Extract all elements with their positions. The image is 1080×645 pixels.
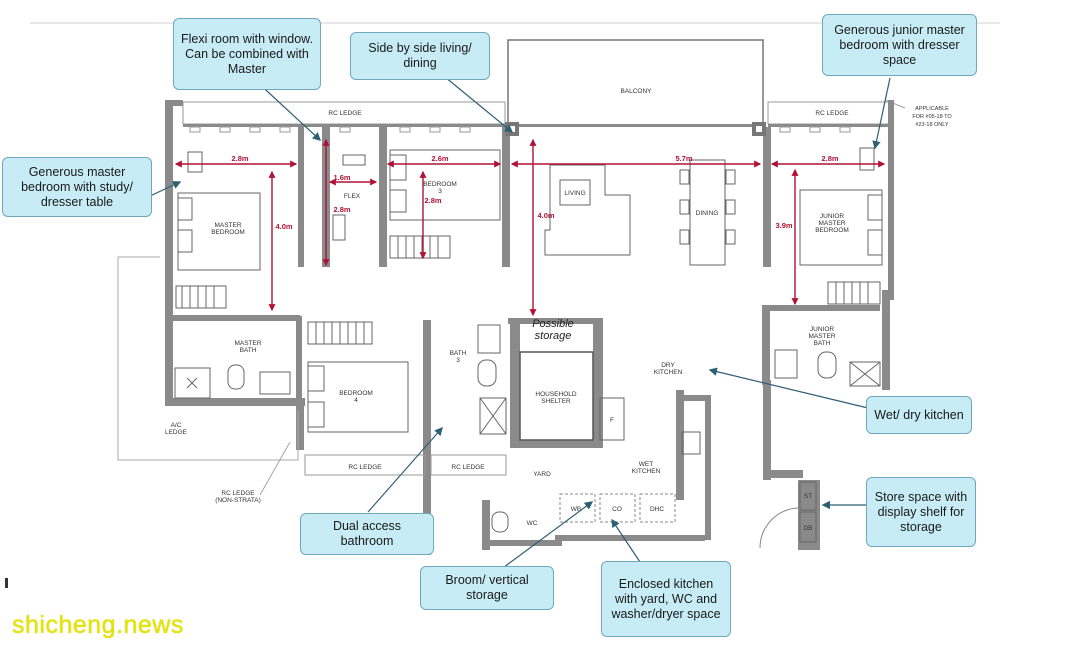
bedroom3-label-2: 3 (438, 188, 442, 195)
applicable-note-1: APPLICABLE (915, 106, 949, 112)
wet-kitchen-label-2: KITCHEN (632, 468, 661, 475)
callout-enclosed-kitchen: Enclosed kitchen with yard, WC and washe… (601, 561, 731, 637)
master-bedroom-label-2: BEDROOM (211, 229, 245, 236)
callout-dual-access-bathroom: Dual access bathroom (300, 513, 434, 555)
callout-junior-master: Generous junior master bedroom with dres… (822, 14, 977, 76)
callout-side-by-side-living: Side by side living/ dining (350, 32, 490, 80)
svg-text:2.8m: 2.8m (231, 154, 248, 163)
dining-label: DINING (696, 210, 719, 217)
living-label: LIVING (564, 190, 585, 197)
svg-text:1.6m: 1.6m (333, 173, 350, 182)
ac-ledge-label-1: A/C (171, 422, 182, 429)
watermark-logo: shicheng.news (12, 611, 184, 639)
svg-text:2.8m: 2.8m (424, 196, 441, 205)
callout-wet-dry-kitchen: Wet/ dry kitchen (866, 396, 972, 434)
bedroom4-label-2: 4 (354, 397, 358, 404)
junior-master-bedroom-label-1: JUNIOR (820, 213, 845, 220)
wc-label: WC (527, 520, 538, 527)
junior-master-bath-label-1: JUNIOR (810, 326, 835, 333)
rc-ledge-nonstrata-label-2: (NON-STRATA) (215, 497, 261, 504)
svg-text:3.9m: 3.9m (775, 221, 792, 230)
callout-flexi-room: Flexi room with window. Can be combined … (173, 18, 321, 90)
household-shelter-label-2: SHELTER (541, 398, 571, 405)
svg-text:2.6m: 2.6m (431, 154, 448, 163)
master-bedroom-label-1: MASTER (214, 222, 241, 229)
st-label: ST (804, 493, 812, 500)
wet-kitchen-label-1: WET (639, 461, 653, 468)
svg-text:4.0m: 4.0m (537, 211, 554, 220)
svg-text:4.0m: 4.0m (275, 222, 292, 231)
fridge-label: F (610, 417, 614, 424)
applicable-note-2: FOR #05-18 TO (912, 114, 952, 120)
callout-broom-storage: Broom/ vertical storage (420, 566, 554, 610)
ac-ledge-label-2: LEDGE (165, 429, 188, 436)
db-label: DB (803, 525, 812, 532)
balcony-label: BALCONY (620, 88, 652, 95)
wb-label: WB (571, 506, 581, 513)
rc-ledge-bottom-1-label: RC LEDGE (348, 464, 382, 471)
master-bath-label-1: MASTER (234, 340, 261, 347)
rc-ledge-nonstrata-label-1: RC LEDGE (221, 490, 255, 497)
rc-ledge-bottom-2-label: RC LEDGE (451, 464, 485, 471)
dry-kitchen-label-1: DRY (661, 362, 675, 369)
dimension-lines (174, 138, 886, 317)
junior-master-bath-label-2: MASTER (808, 333, 835, 340)
svg-text:5.7m: 5.7m (675, 154, 692, 163)
svg-text:2.8m: 2.8m (821, 154, 838, 163)
window-markers (189, 126, 851, 133)
junior-master-bath-label-3: BATH (814, 340, 831, 347)
callout-store-space: Store space with display shelf for stora… (866, 477, 976, 547)
dry-kitchen-label-2: KITCHEN (654, 369, 683, 376)
callout-pointers (149, 76, 891, 571)
junior-master-bedroom-label-2: MASTER (818, 220, 845, 227)
flex-label: FLEX (344, 193, 361, 200)
yard-label: YARD (533, 471, 551, 478)
bedroom4-label-1: BEDROOM (339, 390, 373, 397)
household-shelter-label-1: HOUSEHOLD (535, 391, 576, 398)
possible-storage-label: Possible storage (532, 318, 574, 342)
bath3-label-1: BATH (450, 350, 467, 357)
bath3-label-2: 3 (456, 357, 460, 364)
junior-master-bedroom-label-3: BEDROOM (815, 227, 849, 234)
callout-master-bedroom: Generous master bedroom with study/ dres… (2, 157, 152, 217)
balcony-area (507, 39, 764, 126)
rc-ledge-top-right-label: RC LEDGE (815, 110, 849, 117)
svg-text:2.8m: 2.8m (333, 205, 350, 214)
rc-ledge-top-left-label: RC LEDGE (328, 110, 362, 117)
dimension-labels: 2.8m 4.0m 1.6m 2.8m 2.6m 2.8m 5.7m 4.0m … (231, 154, 838, 231)
bedroom3-label-1: BEDROOM (423, 181, 457, 188)
applicable-note-3: #23-18 ONLY (915, 122, 949, 128)
co-label: CO (612, 506, 622, 513)
master-bath-label-2: BATH (240, 347, 257, 354)
dhc-label: DHC (650, 506, 664, 513)
